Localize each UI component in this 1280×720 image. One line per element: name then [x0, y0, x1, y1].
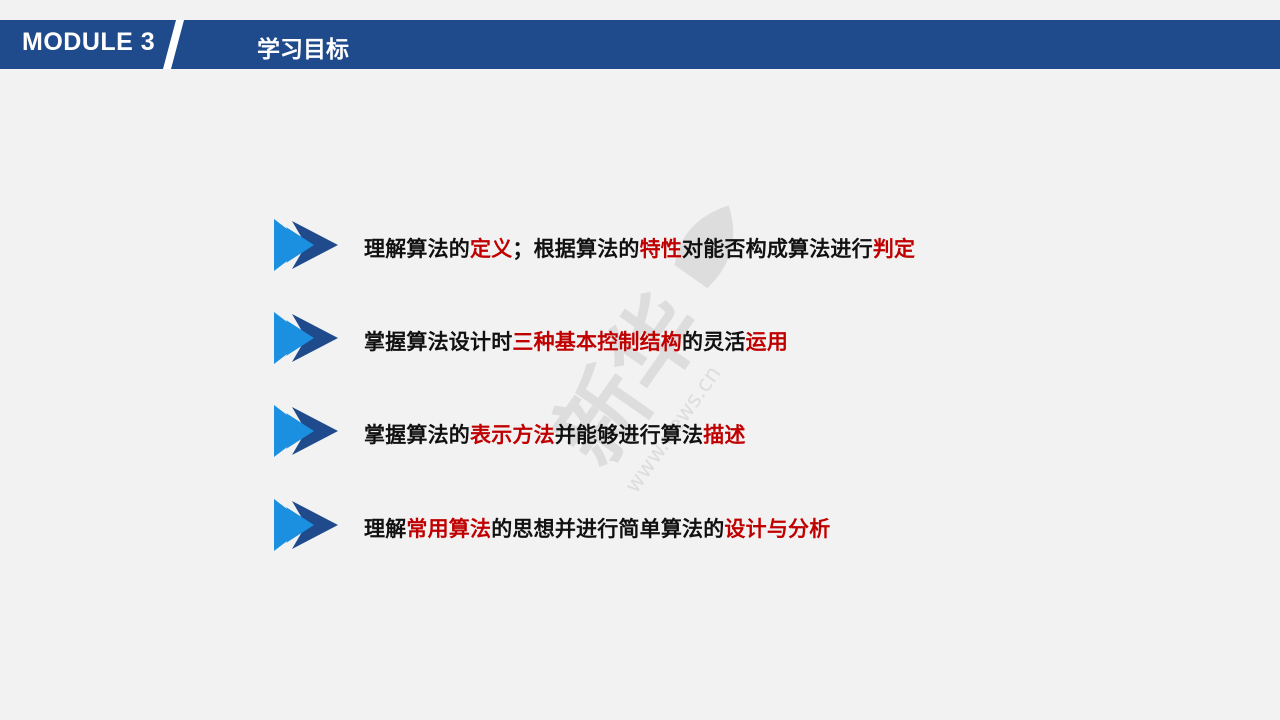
objective-segment: ；根据算法的: [512, 237, 640, 261]
list-item: 理解算法的定义；根据算法的特性对能否构成算法进行判定: [272, 217, 1032, 273]
double-chevron-icon: [274, 499, 338, 551]
objective-segment: 掌握算法的: [364, 423, 470, 447]
list-item: 掌握算法设计时三种基本控制结构的灵活运用: [272, 310, 1032, 366]
objective-segment: 对能否构成算法进行: [682, 237, 873, 261]
highlight-text: 定义: [470, 237, 513, 261]
objective-segment: 的灵活: [682, 330, 746, 354]
highlight-text: 判定: [872, 237, 916, 261]
list-item: 掌握算法的表示方法并能够进行算法描述: [272, 403, 1032, 459]
header-divider-slash: [163, 20, 184, 69]
highlight-text: 特性: [639, 237, 683, 261]
objective-segment: 理解算法的: [364, 237, 470, 261]
double-chevron-icon: [274, 405, 338, 457]
highlight-text: 描述: [703, 423, 746, 447]
objective-text: 理解常用算法的思想并进行简单算法的设计与分析: [364, 513, 830, 543]
page-title: 学习目标: [257, 37, 349, 63]
objective-text: 掌握算法设计时三种基本控制结构的灵活运用: [364, 326, 788, 356]
objective-text: 理解算法的定义；根据算法的特性对能否构成算法进行判定: [364, 233, 915, 263]
double-chevron-icon: [274, 312, 338, 364]
highlight-text: 设计与分析: [724, 517, 831, 541]
objective-segment: 的思想并进行简单算法的: [491, 517, 725, 541]
objective-segment: 理解: [364, 517, 407, 541]
objective-segment: 并能够进行算法: [554, 423, 704, 447]
objective-segment: 掌握算法设计时: [364, 330, 513, 354]
highlight-text: 常用算法: [406, 517, 492, 541]
highlight-text: 表示方法: [470, 423, 555, 447]
header-bar: [0, 20, 1280, 69]
list-item: 理解常用算法的思想并进行简单算法的设计与分析: [272, 497, 1032, 553]
objective-text: 掌握算法的表示方法并能够进行算法描述: [364, 419, 746, 449]
highlight-text: 三种基本控制结构: [512, 330, 683, 354]
highlight-text: 运用: [745, 330, 789, 354]
module-label: MODULE 3: [22, 28, 156, 56]
double-chevron-icon: [274, 219, 338, 271]
